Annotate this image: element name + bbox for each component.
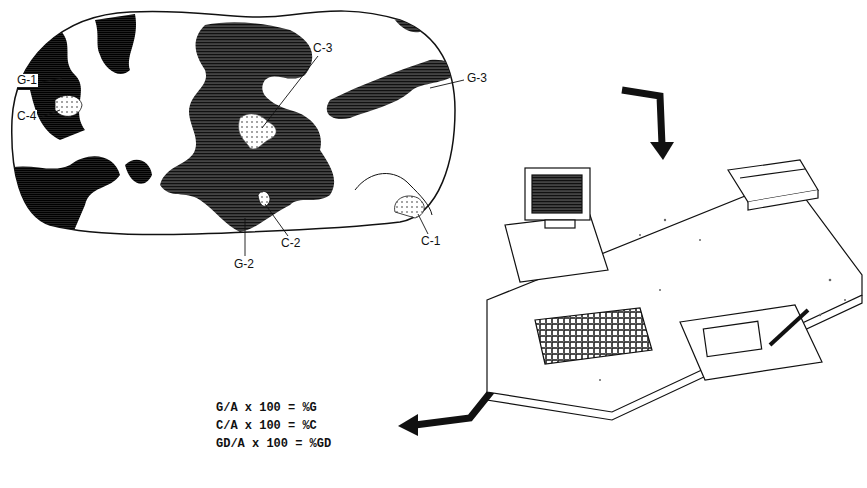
callout-label: C-1 bbox=[420, 235, 441, 248]
callout-label: C-4 bbox=[16, 110, 37, 123]
tissue-section bbox=[0, 11, 456, 240]
callout-label: C-3 bbox=[312, 42, 333, 55]
formula-text: GD/A x 100 = %GD bbox=[215, 438, 332, 451]
callout-label: G-1 bbox=[16, 74, 38, 87]
callout-label: G-3 bbox=[466, 72, 488, 85]
leader-lines bbox=[42, 56, 464, 256]
callout-label: G-2 bbox=[233, 258, 255, 271]
computer-workstation bbox=[487, 160, 862, 420]
formula-text: C/A x 100 = %C bbox=[215, 420, 318, 433]
callout-label: C-2 bbox=[280, 237, 301, 250]
formula-text: G/A x 100 = %G bbox=[215, 402, 318, 415]
